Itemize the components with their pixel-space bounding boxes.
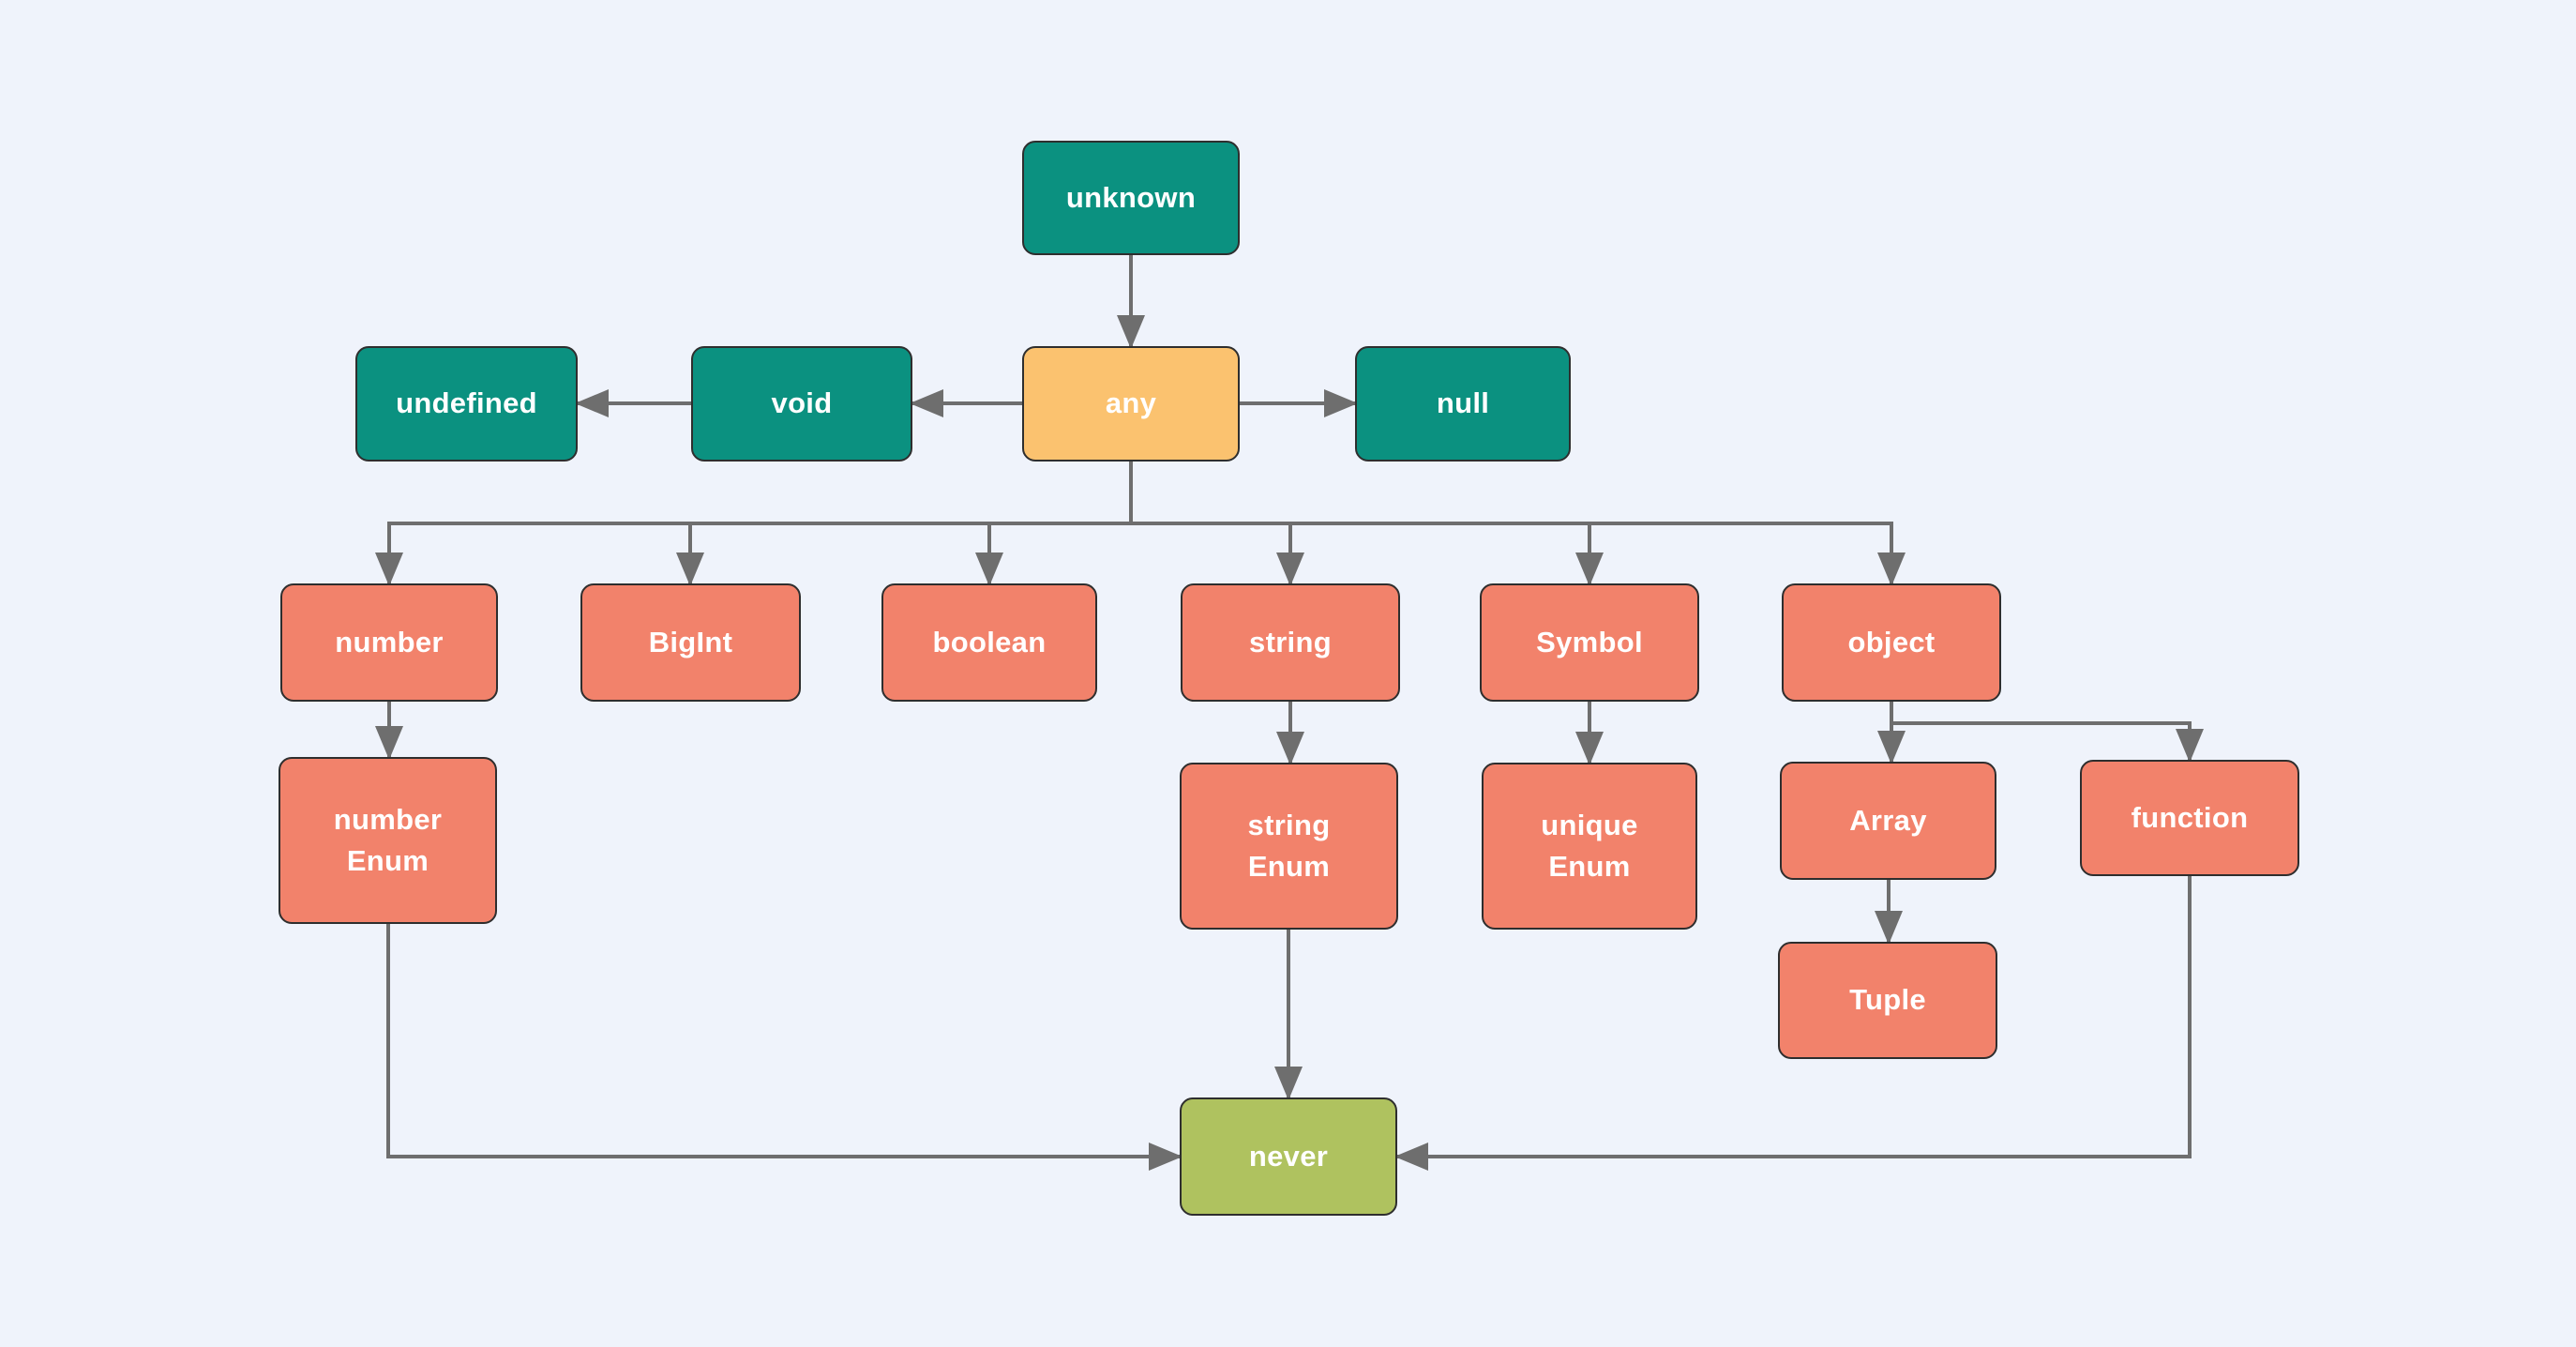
node-boolean[interactable]: boolean	[881, 583, 1097, 702]
node-label: unknown	[1065, 180, 1197, 214]
node-label: string	[1249, 625, 1332, 658]
node-unknown[interactable]: unknown	[1022, 141, 1240, 255]
node-label: Enum	[1247, 850, 1331, 883]
node-function[interactable]: function	[2080, 760, 2299, 876]
node-label: Tuple	[1849, 983, 1926, 1017]
edge-number-enum-to-never	[386, 924, 1183, 1171]
node-label: never	[1248, 1139, 1329, 1173]
node-label: unique	[1541, 808, 1638, 841]
node-string[interactable]: string	[1181, 583, 1400, 702]
node-object[interactable]: object	[1782, 583, 2001, 702]
node-undefined[interactable]: undefined	[355, 346, 578, 462]
edge-function-to-never	[1394, 876, 2192, 1171]
node-label: number	[335, 625, 444, 658]
node-label: Enum	[346, 844, 429, 877]
node-label: any	[1105, 386, 1157, 420]
node-label: void	[771, 386, 833, 420]
edge-object-to-function	[1891, 721, 2204, 763]
node-label: object	[1847, 625, 1936, 658]
node-array[interactable]: Array	[1780, 762, 1996, 880]
node-label: Array	[1849, 803, 1927, 837]
node-label: undefined	[396, 386, 537, 420]
node-tuple[interactable]: Tuple	[1778, 942, 1997, 1059]
node-label: number	[333, 802, 443, 836]
node-label: string	[1247, 808, 1331, 841]
node-null[interactable]: null	[1355, 346, 1571, 462]
node-label: Enum	[1548, 850, 1631, 883]
node-symbol[interactable]: Symbol	[1480, 583, 1699, 702]
node-number[interactable]: number	[280, 583, 498, 702]
node-label: null	[1436, 386, 1490, 420]
node-label: BigInt	[648, 625, 733, 658]
node-label: Symbol	[1536, 625, 1643, 658]
node-any[interactable]: any	[1022, 346, 1240, 462]
node-never[interactable]: never	[1180, 1097, 1397, 1216]
node-label: boolean	[932, 625, 1047, 658]
node-void[interactable]: void	[691, 346, 912, 462]
node-bigint[interactable]: BigInt	[580, 583, 801, 702]
node-label: function	[2131, 800, 2249, 834]
